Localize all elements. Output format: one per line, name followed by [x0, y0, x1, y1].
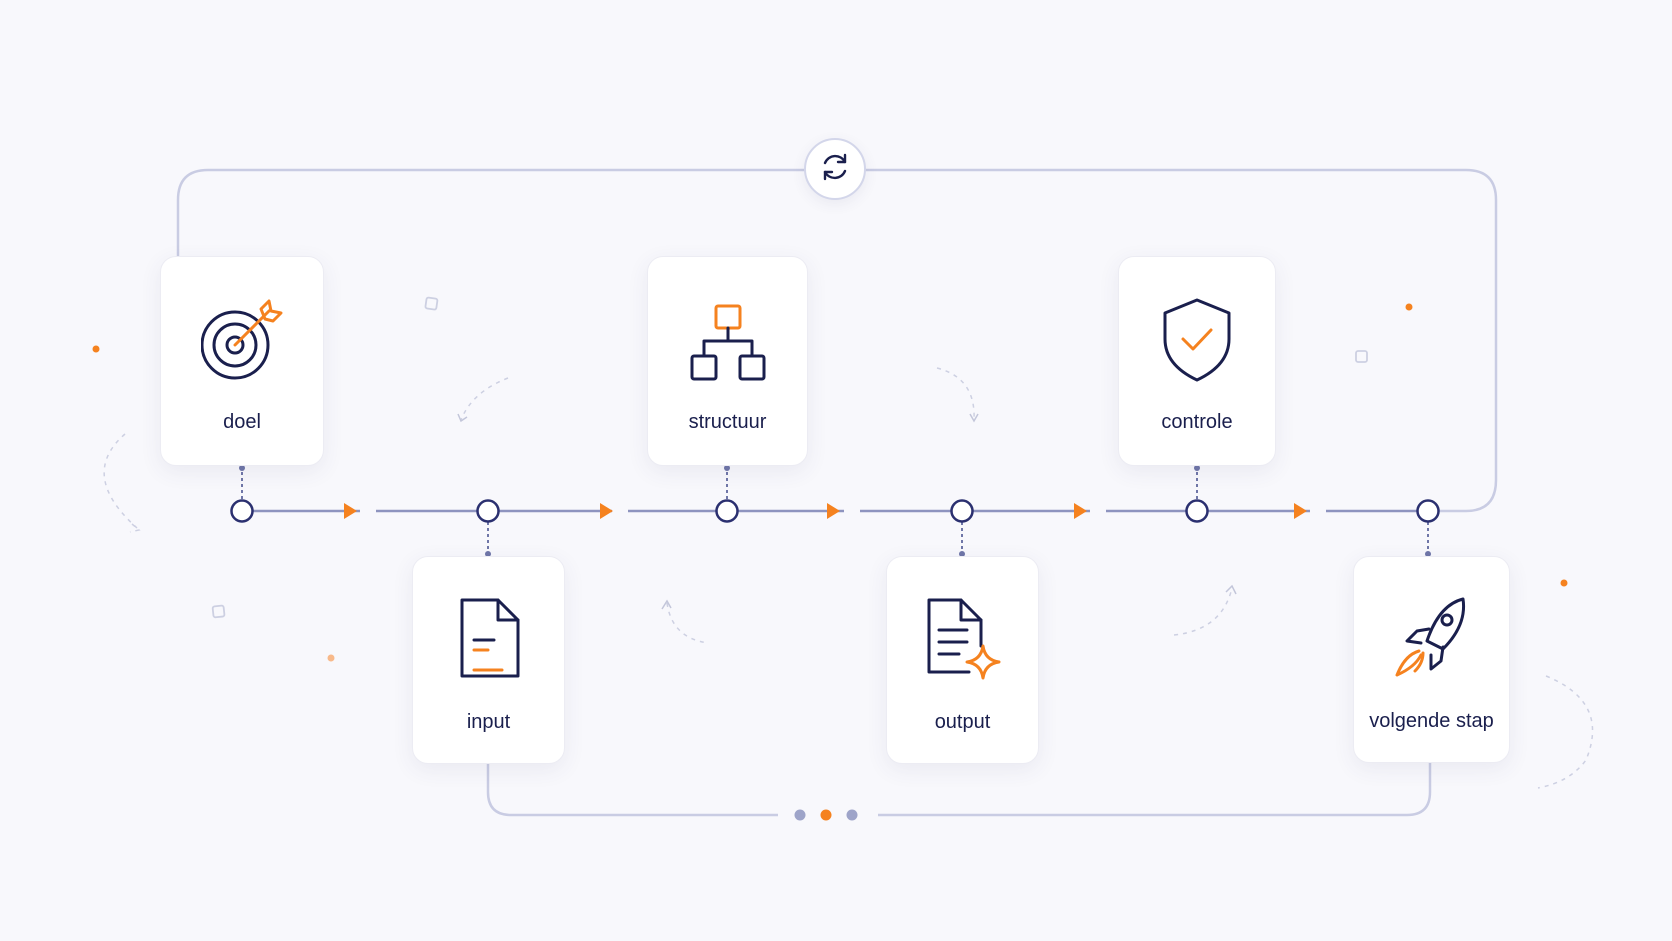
decorative-dots [92, 303, 1568, 662]
arrow-right-icon [600, 503, 613, 519]
decorative-squares [211, 296, 1368, 619]
document-icon [413, 596, 564, 680]
rocket-icon [1354, 595, 1509, 681]
timeline-node [715, 499, 739, 523]
step-card-output[interactable]: output [886, 556, 1039, 764]
refresh-icon [818, 150, 852, 189]
timeline-node [1416, 499, 1440, 523]
step-card-input[interactable]: input [412, 556, 565, 764]
timeline-node [950, 499, 974, 523]
document-sparkle-icon [887, 596, 1038, 680]
timeline-node [230, 499, 254, 523]
step-card-structuur[interactable]: structuur [647, 256, 808, 466]
decorative-arrowheads [457, 413, 1237, 610]
arrow-right-icon [344, 503, 357, 519]
arrow-right-icon [827, 503, 840, 519]
arrow-right-icon [1074, 503, 1087, 519]
top-loop-line [176, 168, 1498, 513]
arrow-right-icon [1294, 503, 1307, 519]
step-card-doel[interactable]: doel [160, 256, 324, 466]
step-card-volgende-stap[interactable]: volgende stap [1353, 556, 1510, 763]
target-icon [161, 299, 323, 381]
bottom-loop-line [486, 762, 1432, 817]
step-label: controle [1161, 411, 1233, 433]
step-label: doel [223, 411, 261, 433]
decorative-arcs [103, 367, 1594, 789]
step-label: volgende stap [1369, 710, 1494, 732]
step-label: output [934, 711, 991, 733]
timeline-node [476, 499, 500, 523]
shield-check-icon [1119, 297, 1275, 383]
step-card-controle[interactable]: controle [1118, 256, 1276, 466]
timeline-node [1185, 499, 1209, 523]
step-label: structuur [688, 411, 767, 433]
loop-button[interactable] [804, 138, 866, 200]
loop-dots [778, 800, 878, 830]
step-label: input [466, 711, 511, 733]
hierarchy-icon [648, 303, 807, 383]
